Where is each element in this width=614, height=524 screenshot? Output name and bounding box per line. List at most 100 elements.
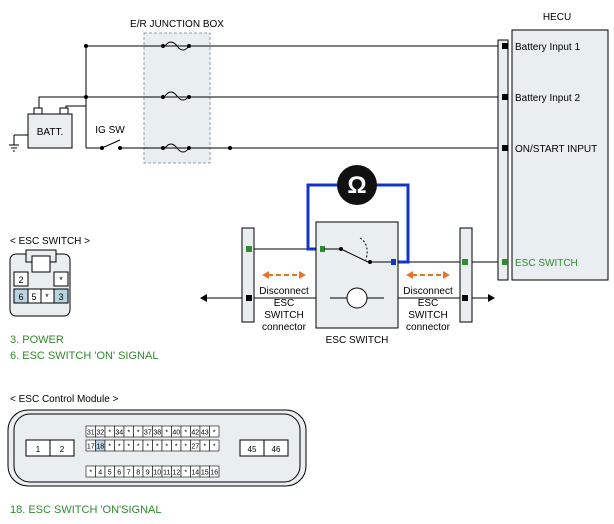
esc-module-pin-r3-6: 9 <box>146 470 150 477</box>
esc-switch-note-2: 6. ESC SWITCH 'ON' SIGNAL <box>10 350 158 362</box>
left-connector <box>200 227 255 323</box>
esc-module-pin-45: 45 <box>248 445 257 454</box>
esc-module-pin-r3-2: 5 <box>108 470 112 477</box>
esc-module-pin-r3-0: * <box>89 470 92 477</box>
esc-switch-pin-5: 5 <box>31 292 36 302</box>
esc-module-pin-r3-5: 8 <box>136 470 140 477</box>
esc-module-pin-r2-8: * <box>184 444 187 451</box>
disconnect-right-line1: Disconnect <box>403 286 453 297</box>
esc-module-pin-r3-9: 12 <box>172 470 180 477</box>
esc-module-pin-r1-13-cell <box>209 425 220 438</box>
esc-module-pin-r2-5: * <box>156 444 159 451</box>
esc-switch-connector: < ESC SWITCH > 2 * 6 5 * 3 3. POWER 6. E… <box>9 236 158 362</box>
esc-module-pin-r2-4: * <box>146 444 149 451</box>
esc-module-pin-r3-11: 14 <box>191 470 199 477</box>
esc-module-pin-r2-3: * <box>137 444 140 451</box>
arrow-left-icon <box>200 294 207 302</box>
esc-switch-pin-top-star: * <box>59 275 63 285</box>
fuse-2-icon <box>164 91 190 101</box>
esc-module-pin-46: 46 <box>272 445 281 454</box>
esc-module-pin-r1-8: * <box>165 430 168 437</box>
esc-switch-pin-3: 3 <box>58 292 63 302</box>
arrow-right-icon <box>488 294 495 302</box>
esc-switch-note-1: 3. POWER <box>10 334 64 346</box>
ohm-icon: Ω <box>347 172 366 199</box>
esc-module-pin-r1-9: 40 <box>172 430 180 437</box>
disconnect-left-text: Disconnect ESC SWITCH connector <box>259 286 309 333</box>
esc-module-pin-r1-6: 37 <box>144 430 152 437</box>
esc-module-pin-r2-0: * <box>108 444 111 451</box>
disconnect-right-text: Disconnect ESC SWITCH connector <box>403 286 453 333</box>
esc-switch-connector-title: < ESC SWITCH > <box>10 236 90 247</box>
disconnect-left-line1: Disconnect <box>259 286 309 297</box>
hecu: HECU Battery Input 1 Battery Input 2 ON/… <box>497 12 609 281</box>
esc-module-pin-r3-8: 11 <box>163 470 170 477</box>
esc-module-pin-1: 1 <box>36 445 41 454</box>
orange-arrow-left-icon <box>262 271 269 279</box>
esc-module-pin-r2-first-0: 17 <box>87 444 95 451</box>
disconnect-left-line2: ESC <box>274 298 295 309</box>
esc-module-pin-r2-11: * <box>213 444 216 451</box>
esc-module-pin-r2-6: * <box>165 444 168 451</box>
lamp-icon <box>346 287 368 309</box>
hecu-input-on-start: ON/START INPUT <box>515 144 597 155</box>
esc-module-pin-r2-9: 27 <box>191 444 199 451</box>
wiring <box>9 45 505 299</box>
esc-module-pin-r3-1: 4 <box>98 470 102 477</box>
esc-module-pin-r3-13: 16 <box>210 470 218 477</box>
disconnect-left-line3: SWITCH <box>264 310 303 321</box>
ohmmeter: Ω <box>306 165 410 264</box>
battery-label: BATT. <box>37 127 63 138</box>
hecu-input-battery-2: Battery Input 2 <box>515 93 580 104</box>
esc-module-pin-r2-11-cell <box>209 439 220 452</box>
junction-box: E/R JUNCTION BOX <box>130 19 224 164</box>
esc-switch-block: ESC SWITCH <box>315 221 399 346</box>
hecu-input-esc-switch: ESC SWITCH <box>515 258 578 269</box>
esc-module-pin-r1-5: * <box>137 430 140 437</box>
esc-module-pin-r3-13-cell <box>209 465 220 478</box>
orange-arrow-left-2-icon <box>406 271 413 279</box>
orange-arrow-right-icon <box>299 271 306 279</box>
battery: BATT. <box>27 107 73 149</box>
esc-module-pin-r1-0: 31 <box>87 430 95 437</box>
esc-module-pin-r1-10: * <box>184 430 187 437</box>
wire-junction-dots <box>84 44 232 150</box>
disconnect-left-line4: connector <box>262 322 307 333</box>
esc-switch-block-label: ESC SWITCH <box>326 335 389 346</box>
esc-module-pin-r1-11: 42 <box>191 430 199 437</box>
ig-switch-label: IG SW <box>95 125 125 136</box>
disconnect-right-line3: SWITCH <box>408 310 447 321</box>
junction-box-title: E/R JUNCTION BOX <box>130 19 224 30</box>
esc-switch-pin-star: * <box>45 292 49 302</box>
esc-module-note: 18. ESC SWITCH 'ON'SIGNAL <box>10 504 162 516</box>
esc-module-title: < ESC Control Module > <box>10 394 119 405</box>
hecu-title: HECU <box>543 12 571 23</box>
esc-module-pin-r3-4: 7 <box>127 470 131 477</box>
esc-module-pin-r1-2: * <box>108 430 111 437</box>
esc-module-pin-r1-12: 43 <box>201 430 209 437</box>
esc-module-pin-2: 2 <box>60 445 65 454</box>
esc-module-pin-r2-1: * <box>118 444 121 451</box>
disconnect-right-line4: connector <box>406 322 451 333</box>
esc-module-pin-r3-3: 6 <box>117 470 121 477</box>
esc-module-pin-r3-10: * <box>184 470 187 477</box>
esc-module-pin-r1-13: * <box>213 430 216 437</box>
right-connector <box>459 227 495 323</box>
esc-switch-pin-6: 6 <box>18 292 23 302</box>
esc-module-pin-r1-4: * <box>127 430 130 437</box>
esc-module-pin-r1-1: 32 <box>96 430 104 437</box>
disconnect-right-line2: ESC <box>418 298 439 309</box>
hecu-input-battery-1: Battery Input 1 <box>515 42 580 53</box>
esc-module-pin-r3-7: 10 <box>153 470 161 477</box>
esc-module-pin-r2-2: * <box>127 444 130 451</box>
esc-module-pin-r3-12: 15 <box>201 470 209 477</box>
orange-arrow-right-2-icon <box>443 271 450 279</box>
esc-module-pin-r1-7: 38 <box>153 430 161 437</box>
esc-module-pin-r2-7: * <box>175 444 178 451</box>
esc-module-pin-r2-first-1: 18 <box>96 444 104 451</box>
esc-switch-pin-2: 2 <box>18 275 23 285</box>
